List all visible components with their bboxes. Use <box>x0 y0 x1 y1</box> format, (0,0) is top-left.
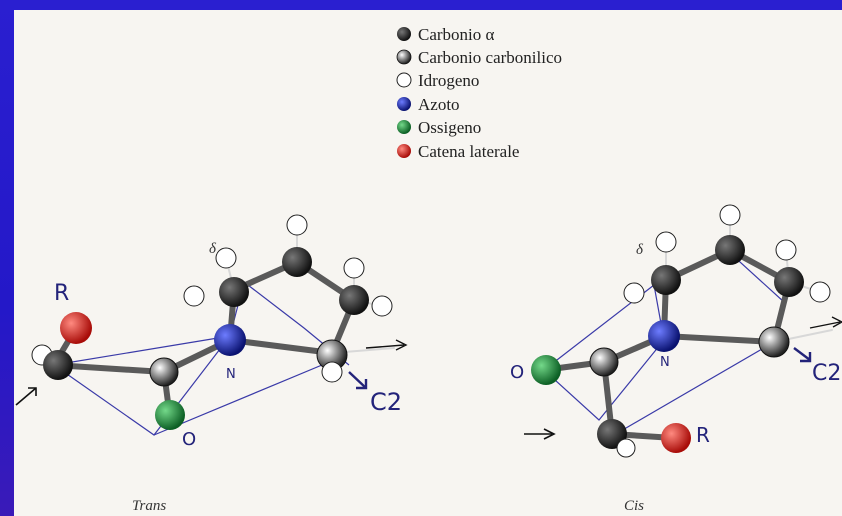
legend-item-ossigeno: Ossigeno <box>397 118 481 137</box>
ossigeno-swatch-icon <box>397 120 411 134</box>
trans-hydrogen-atom <box>215 247 237 269</box>
cis-bond <box>661 333 777 345</box>
cis-oxygen-atom <box>531 355 561 385</box>
legend-item-catena-laterale: Catena laterale <box>397 142 519 161</box>
cis-ring-carbon-atom <box>774 267 804 297</box>
trans-caption: Trans <box>132 498 166 514</box>
trans-left-arrow-icon <box>15 387 37 406</box>
cis-caption: Cis <box>624 498 644 514</box>
trans-hydrogen-atom <box>371 295 393 317</box>
trans-hydrogen-atom <box>286 214 308 236</box>
trans-nitrogen-atom <box>214 324 246 356</box>
trans-hydrogen-atom <box>321 361 343 383</box>
cis-delta-carbon-atom <box>651 265 681 295</box>
cis-label-n: N <box>660 355 670 370</box>
legend-item-idrogeno: Idrogeno <box>396 71 479 90</box>
legend-item-carbonio-carbonilico: Carbonio carbonilico <box>396 48 562 67</box>
catena-laterale-swatch-icon <box>397 144 411 158</box>
carbonio-carbonilico-swatch-icon <box>396 49 412 65</box>
trans-label-c2: C2 <box>370 388 402 416</box>
trans-molecule: R O N δ C2 Trans <box>15 214 408 514</box>
cis-hydrogen-atom <box>655 231 677 253</box>
trans-ring-carbon-atom <box>339 285 369 315</box>
trans-label-o: O <box>182 429 196 450</box>
legend-label: Carbonio α <box>418 25 495 44</box>
cis-c2-arrow-icon <box>793 347 812 363</box>
trans-hydrogen-atom <box>183 285 205 307</box>
cis-hydrogen-atom <box>719 204 741 226</box>
legend-label: Catena laterale <box>418 142 519 161</box>
legend-item-carbonio-alfa: Carbonio α <box>397 25 495 44</box>
trans-delta-carbon-atom <box>219 277 249 307</box>
legend-label: Azoto <box>418 95 460 114</box>
carbonio-alfa-swatch-icon <box>397 27 411 41</box>
trans-frame-line <box>53 335 231 366</box>
trans-bond <box>227 337 335 356</box>
trans-side-chain-atom <box>60 312 92 344</box>
cis-alpha-carbon-atom <box>758 326 790 358</box>
cis-hydrogen-atom <box>623 282 645 304</box>
diagram-sheet: Carbonio α Carbonio carbonilico Idrogeno… <box>14 10 842 516</box>
trans-frame-line <box>153 359 335 436</box>
legend-item-azoto: Azoto <box>397 95 460 114</box>
cis-frame-line <box>613 341 775 436</box>
cis-left-arrow-icon <box>524 428 556 440</box>
cis-molecule: O R N δ C2 Cis <box>510 204 842 514</box>
trans-carbon-alpha-atom <box>43 350 73 380</box>
trans-label-delta: δ <box>209 241 217 257</box>
cis-hydrogen-atom <box>775 239 797 261</box>
idrogeno-swatch-icon <box>396 72 412 88</box>
trans-right-arrow-icon <box>365 339 408 351</box>
trans-label-n: N <box>226 367 236 382</box>
trans-carbonyl-carbon-atom <box>149 357 179 387</box>
cis-side-chain-atom <box>661 423 691 453</box>
cis-label-o: O <box>510 362 524 383</box>
cis-label-delta: δ <box>636 242 644 258</box>
cis-right-arrow-icon <box>809 316 842 329</box>
legend-label: Carbonio carbonilico <box>418 48 562 67</box>
cis-label-r: R <box>696 423 710 447</box>
cis-hydrogen-atom <box>616 438 636 458</box>
trans-oxygen-atom <box>155 400 185 430</box>
trans-ring-carbon-atom <box>282 247 312 277</box>
legend-label: Idrogeno <box>418 71 479 90</box>
cis-ring-carbon-atom <box>715 235 745 265</box>
trans-c2-arrow-icon <box>348 371 368 390</box>
trans-label-r: R <box>54 281 69 306</box>
trans-hydrogen-atom <box>343 257 365 279</box>
azoto-swatch-icon <box>397 97 411 111</box>
legend: Carbonio α Carbonio carbonilico Idrogeno… <box>396 25 562 161</box>
proline-isomers-diagram: Carbonio α Carbonio carbonilico Idrogeno… <box>15 25 842 514</box>
cis-nitrogen-atom <box>648 320 680 352</box>
cis-carbonyl-carbon-atom <box>589 347 619 377</box>
legend-label: Ossigeno <box>418 118 481 137</box>
trans-frame-line <box>53 280 350 436</box>
cis-label-c2: C2 <box>812 361 841 386</box>
cis-hydrogen-atom <box>809 281 831 303</box>
